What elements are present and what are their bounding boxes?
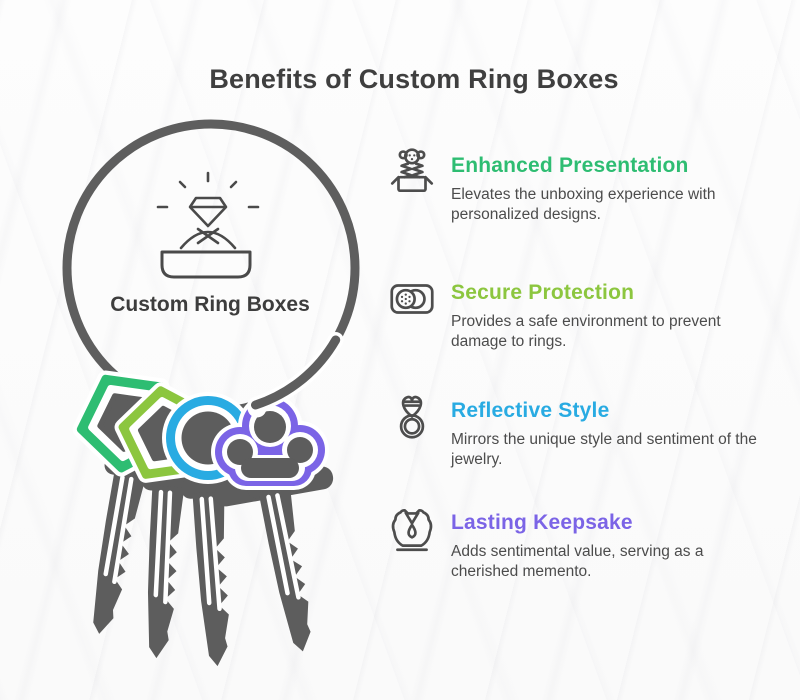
key-purple [211,332,344,656]
page-title: Benefits of Custom Ring Boxes [209,64,619,94]
ring-in-box-icon [156,171,260,279]
benefit-enhanced-presentation: Enhanced Presentation Elevates the unbox… [385,145,777,225]
benefit-heading: Enhanced Presentation [451,154,689,177]
benefit-description: Adds sentimental value, serving as a che… [451,543,704,580]
benefit-text: Enhanced Presentation Elevates the unbox… [451,145,767,225]
benefit-heading: Reflective Style [451,399,610,422]
benefit-text: Secure Protection Provides a safe enviro… [451,272,767,352]
hub-label: Custom Ring Boxes [110,293,310,316]
pendant-necklace-icon [391,508,433,552]
keyring-illustration [55,119,360,670]
jack-in-the-box-icon [390,148,434,193]
benefit-description: Provides a safe environment to prevent d… [451,313,721,350]
benefit-heading: Lasting Keepsake [451,511,633,534]
benefits-list: Enhanced Presentation Elevates the unbox… [385,0,785,700]
benefit-reflective-style: Reflective Style Mirrors the unique styl… [385,390,777,470]
benefit-secure-protection: Secure Protection Provides a safe enviro… [385,272,777,352]
benefit-description: Elevates the unboxing experience with pe… [451,186,716,223]
benefit-text: Lasting Keepsake Adds sentimental value,… [451,502,767,582]
cushioned-case-icon [390,284,434,314]
heart-ring-icon [399,395,425,439]
benefit-lasting-keepsake: Lasting Keepsake Adds sentimental value,… [385,502,777,582]
benefit-heading: Secure Protection [451,281,635,304]
key-blue [162,392,254,667]
benefit-text: Reflective Style Mirrors the unique styl… [451,390,767,470]
benefit-description: Mirrors the unique style and sentiment o… [451,431,757,468]
